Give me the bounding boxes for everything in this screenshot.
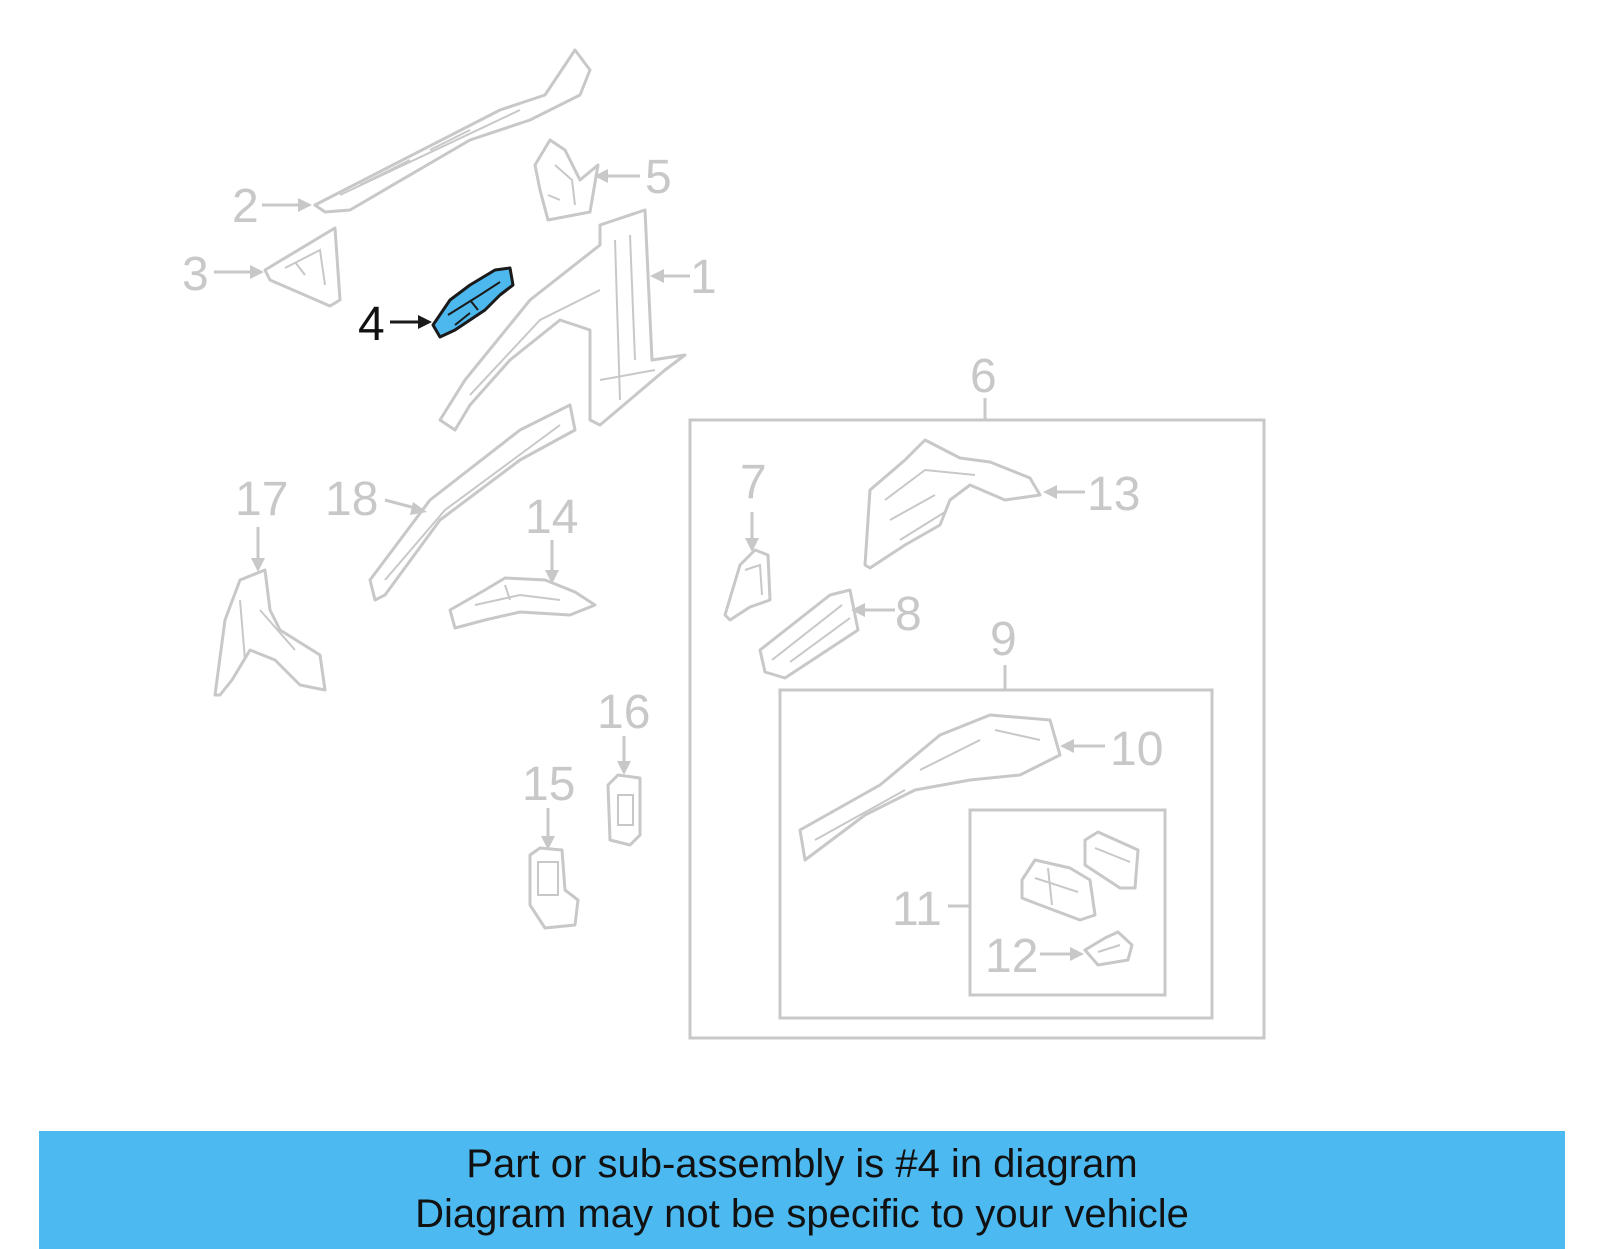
group-box-11: 11 bbox=[892, 808, 1167, 997]
svg-text:1: 1 bbox=[690, 251, 717, 304]
svg-text:11: 11 bbox=[892, 883, 942, 936]
callout-4: 4 bbox=[358, 298, 432, 351]
part-1-shape[interactable] bbox=[438, 208, 687, 432]
svg-text:12: 12 bbox=[985, 930, 1038, 983]
svg-text:8: 8 bbox=[895, 588, 922, 641]
part-7-shape[interactable] bbox=[723, 548, 772, 622]
info-banner: Part or sub-assembly is #4 in diagram Di… bbox=[39, 1131, 1565, 1249]
svg-text:10: 10 bbox=[1110, 723, 1163, 776]
svg-text:7: 7 bbox=[740, 456, 767, 509]
part-2-shape[interactable] bbox=[313, 48, 592, 214]
callout-8: 8 bbox=[851, 588, 922, 641]
svg-text:13: 13 bbox=[1087, 468, 1140, 521]
callout-13: 13 bbox=[1043, 468, 1140, 521]
part-5-shape[interactable] bbox=[533, 138, 600, 222]
part-18-shape[interactable] bbox=[368, 403, 577, 602]
part-13-shape[interactable] bbox=[863, 438, 1042, 570]
callout-2: 2 bbox=[232, 180, 312, 233]
part-12-shape[interactable] bbox=[1083, 930, 1134, 967]
callout-5: 5 bbox=[594, 151, 672, 204]
svg-text:6: 6 bbox=[970, 350, 997, 403]
banner-line-1: Part or sub-assembly is #4 in diagram bbox=[466, 1142, 1138, 1186]
part-10-shape[interactable] bbox=[798, 713, 1062, 862]
part-16-shape[interactable] bbox=[606, 773, 642, 847]
callout-16: 16 bbox=[597, 686, 650, 775]
svg-text:3: 3 bbox=[182, 248, 209, 301]
svg-text:16: 16 bbox=[597, 686, 650, 739]
callout-17: 17 bbox=[235, 473, 288, 572]
group-box-9: 9 bbox=[778, 613, 1214, 1020]
part-4-highlighted-shape[interactable] bbox=[431, 266, 515, 339]
part-17-shape[interactable] bbox=[213, 568, 327, 697]
part-11-shapes[interactable] bbox=[1020, 830, 1140, 922]
part-8-shape[interactable] bbox=[758, 588, 860, 680]
svg-text:17: 17 bbox=[235, 473, 288, 526]
part-14-shape[interactable] bbox=[448, 576, 597, 630]
svg-text:5: 5 bbox=[645, 151, 672, 204]
callout-15: 15 bbox=[522, 758, 575, 850]
callout-3: 3 bbox=[182, 248, 264, 301]
group-box-6: 6 bbox=[688, 350, 1266, 1040]
callout-7: 7 bbox=[740, 456, 767, 552]
svg-text:15: 15 bbox=[522, 758, 575, 811]
svg-text:2: 2 bbox=[232, 180, 259, 233]
callout-12: 12 bbox=[985, 930, 1084, 983]
svg-text:18: 18 bbox=[325, 473, 378, 526]
parts-diagram: 2 3 5 1 4 bbox=[182, 48, 1266, 1040]
callout-14: 14 bbox=[525, 491, 578, 584]
callout-18: 18 bbox=[325, 473, 427, 526]
svg-text:14: 14 bbox=[525, 491, 578, 544]
svg-text:4: 4 bbox=[358, 298, 385, 351]
callout-1: 1 bbox=[650, 251, 717, 304]
banner-line-2: Diagram may not be specific to your vehi… bbox=[415, 1192, 1189, 1236]
callout-10: 10 bbox=[1060, 723, 1163, 776]
part-3-shape[interactable] bbox=[263, 226, 342, 308]
svg-text:9: 9 bbox=[990, 613, 1017, 666]
part-15-shape[interactable] bbox=[528, 846, 580, 930]
